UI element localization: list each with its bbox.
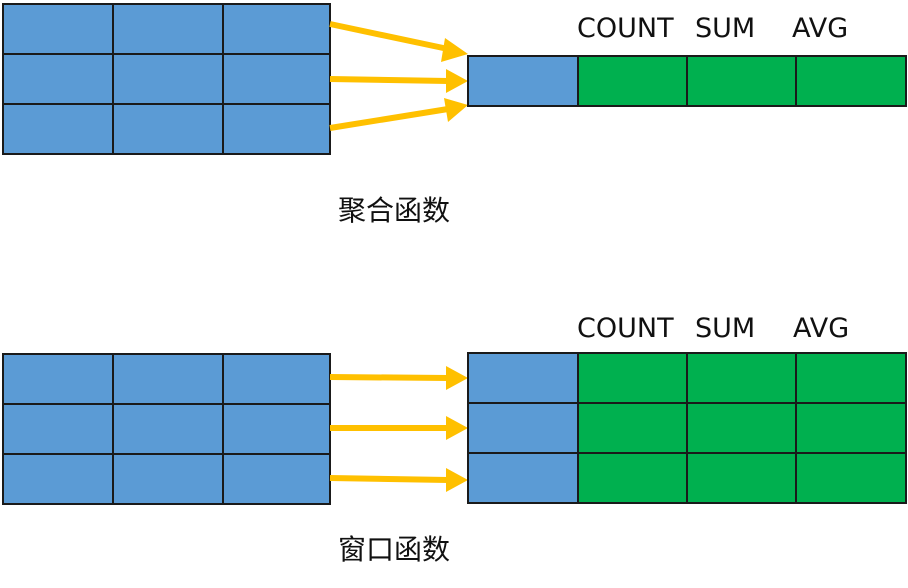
window-arrows xyxy=(329,366,468,492)
win-result-count-cell xyxy=(577,452,688,504)
win-result-count-cell xyxy=(577,352,688,404)
win-result-sum-cell xyxy=(686,402,797,454)
win-result-count-cell xyxy=(577,402,688,454)
agg-input-cell xyxy=(2,103,114,155)
agg-input-cell xyxy=(222,53,331,105)
aggregate-caption: 聚合函数 xyxy=(338,194,451,227)
agg-input-cell xyxy=(112,3,224,55)
agg-input-cell xyxy=(222,103,331,155)
agg-avg-label: AVG xyxy=(792,13,849,44)
win-result-key-cell xyxy=(467,352,579,404)
win-result-avg-cell xyxy=(795,402,907,454)
agg-arrow-3 xyxy=(329,98,468,131)
win-arrow-2 xyxy=(330,416,468,440)
agg-input-cell xyxy=(112,103,224,155)
aggregate-arrows xyxy=(329,21,468,131)
win-input-cell xyxy=(112,403,224,455)
win-input-cell xyxy=(2,353,114,405)
agg-input-cell xyxy=(2,53,114,105)
win-input-cell xyxy=(112,453,224,505)
win-input-cell xyxy=(222,353,331,405)
aggregate-input-table xyxy=(2,3,331,155)
win-input-cell xyxy=(222,453,331,505)
win-avg-label: AVG xyxy=(793,313,850,344)
aggregate-result-row xyxy=(467,55,907,107)
agg-input-cell xyxy=(112,53,224,105)
win-result-avg-cell xyxy=(795,452,907,504)
agg-count-label: COUNT xyxy=(577,13,674,44)
agg-sum-label: SUM xyxy=(695,13,756,44)
agg-result-count-cell xyxy=(577,55,688,107)
agg-result-key-cell xyxy=(467,55,579,107)
win-input-cell xyxy=(2,403,114,455)
agg-arrow-1 xyxy=(329,21,468,62)
win-result-key-cell xyxy=(467,452,579,504)
agg-result-sum-cell xyxy=(686,55,797,107)
win-result-sum-cell xyxy=(686,452,797,504)
win-arrow-1 xyxy=(329,366,468,390)
win-input-cell xyxy=(2,453,114,505)
agg-result-avg-cell xyxy=(795,55,907,107)
win-input-cell xyxy=(222,403,331,455)
window-input-table xyxy=(2,353,331,505)
win-result-key-cell xyxy=(467,402,579,454)
win-count-label: COUNT xyxy=(577,313,674,344)
win-result-sum-cell xyxy=(686,352,797,404)
agg-input-cell xyxy=(2,3,114,55)
win-input-cell xyxy=(112,353,224,405)
win-arrow-3 xyxy=(329,468,468,492)
window-result-table xyxy=(467,352,907,504)
win-result-avg-cell xyxy=(795,352,907,404)
agg-input-cell xyxy=(222,3,331,55)
agg-arrow-2 xyxy=(329,69,468,93)
window-caption: 窗口函数 xyxy=(338,533,451,566)
win-sum-label: SUM xyxy=(695,313,756,344)
